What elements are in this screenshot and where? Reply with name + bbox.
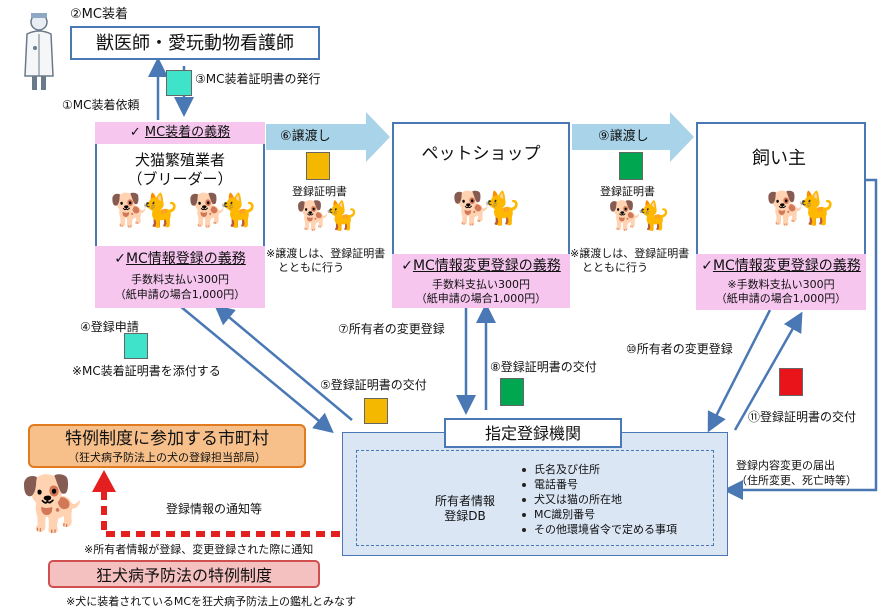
breeder-reg-band: ✓MC情報登録の義務 手数料支払い300円 （紙申請の場合1,000円） (95, 246, 265, 308)
cat-icon: 🐈 (636, 199, 671, 232)
transfer1-note-2: とともに行う (278, 261, 344, 274)
flow-apply: ④登録申請 (80, 320, 139, 334)
dog-icon: 🐕 (20, 472, 88, 535)
registry-item: 犬又は猫の所在地 (522, 492, 622, 507)
transfer-arrow-2 (572, 112, 694, 162)
vet-cert-issue: ③MC装着証明書の発行 (195, 72, 321, 86)
cat-icon: 🐈 (796, 189, 836, 227)
cat-icon: 🐈 (482, 189, 522, 227)
reg-cert-icon-yellow (306, 152, 330, 180)
municipality-title: 特例制度に参加する市町村 (65, 429, 269, 449)
owner-fee: ※手数料支払い300円 (727, 278, 835, 291)
flow-apply-note: ※MC装着証明書を添付する (72, 364, 221, 378)
municipality-notice: 登録情報の通知等 (166, 502, 263, 516)
reg-cert-icon-green (500, 378, 524, 406)
transfer-arrow-1 (266, 112, 390, 162)
registry-item: MC識別番号 (522, 507, 595, 522)
flow-change-notice-1: 登録内容変更の届出 (736, 459, 835, 472)
owner-name: 飼い主 (752, 148, 806, 169)
dog-icon: 🐕 (608, 199, 643, 232)
registry-item: 氏名及び住所 (522, 462, 600, 477)
petshop-reg-band: ✓MC情報変更登録の義務 手数料支払い300円 （紙申請の場合1,000円） (392, 254, 570, 308)
registry-title: 指定登録機関 (484, 424, 581, 443)
transfer2-step: ⑨譲渡し (598, 129, 649, 144)
registry-item: 電話番号 (522, 477, 578, 492)
notice-arrow-head (92, 470, 116, 492)
rabies-title: 狂犬病予防法の特例制度 (95, 566, 272, 585)
mc-cert-icon (124, 333, 148, 359)
flow-owner-change-10: ⑩所有者の変更登録 (626, 342, 733, 356)
vet-request: ①MC装着依頼 (62, 98, 140, 112)
rabies-box: 狂犬病予防法の特例制度 (48, 560, 320, 588)
dog-icon: 🐕 (766, 189, 806, 227)
breeder-duty-band: ✓ MC装着の義務 (95, 122, 265, 144)
db-label-1: 所有者情報 (434, 494, 495, 508)
breeder-reg-duty: ✓MC情報登録の義務 (114, 251, 246, 267)
registry-db-frame (356, 450, 714, 546)
owner-reg-duty: ✓MC情報変更登録の義務 (701, 258, 861, 274)
registry-panel (342, 432, 728, 556)
dog-icon: 🐕 (452, 189, 492, 227)
breeder-name-1: 犬猫繁殖業者 (134, 151, 225, 169)
reg-cert-icon-yellow (364, 398, 388, 424)
cat-icon: 🐈 (218, 191, 258, 229)
cat-icon: 🐈 (324, 199, 359, 232)
municipality-notice-note: ※所有者情報が登録、変更登録された際に通知 (84, 543, 314, 556)
transfer1-step: ⑥譲渡し (280, 129, 331, 144)
breeder-fee-paper: （紙申請の場合1,000円） (114, 288, 246, 301)
owner-fee-paper: （紙申請の場合1,000円） (715, 292, 847, 305)
vet-box: 獣医師・愛玩動物看護師 (70, 26, 320, 60)
vet-title: 獣医師・愛玩動物看護師 (96, 33, 294, 54)
owner-reg-band: ✓MC情報変更登録の義務 ※手数料支払い300円 （紙申請の場合1,000円） (696, 254, 866, 310)
municipality-box: 特例制度に参加する市町村 （狂犬病予防法上の犬の登録担当部局） (28, 424, 306, 468)
cat-icon: 🐈 (140, 191, 180, 229)
reg-cert-icon-red (779, 368, 803, 396)
transfer1-cert: 登録証明書 (292, 185, 347, 198)
transfer2-note-1: ※譲渡しは、登録証明書 (570, 247, 690, 260)
rabies-note: ※犬に装着されているMCを狂犬病予防法上の鑑札とみなす (66, 595, 357, 608)
transfer2-note-2: とともに行う (582, 261, 648, 274)
breeder-fee: 手数料支払い300円 (131, 273, 229, 286)
petshop-fee: 手数料支払い300円 (432, 278, 530, 291)
flow-cert-issue-8: ⑧登録証明書の交付 (490, 360, 597, 374)
petshop-name: ペットショップ (421, 144, 541, 164)
registry-title-box: 指定登録機関 (444, 418, 622, 448)
dog-icon: 🐕 (296, 199, 331, 232)
breeder-name-2: （ブリーダー） (127, 170, 233, 188)
registry-item: その他環境省令で定める事項 (522, 522, 677, 537)
petshop-reg-duty: ✓MC情報変更登録の義務 (401, 258, 561, 274)
doctor-icon (24, 13, 54, 90)
dog-icon: 🐕 (188, 191, 228, 229)
flow-cert-issue-11: ⑪登録証明書の交付 (748, 410, 857, 424)
transfer2-cert: 登録証明書 (600, 185, 655, 198)
flow-owner-change-7: ⑦所有者の変更登録 (338, 322, 445, 336)
flow-change-notice-2: （住所変更、死亡時等） (736, 474, 857, 487)
municipality-subtitle: （狂犬病予防法上の犬の登録担当部局） (68, 451, 266, 464)
transfer1-note-1: ※譲渡しは、登録証明書 (266, 247, 386, 260)
dog-icon: 🐕 (110, 191, 150, 229)
petshop-fee-paper: （紙申請の場合1,000円） (415, 292, 547, 305)
mc-cert-icon (166, 70, 192, 96)
db-label-2: 登録DB (444, 509, 486, 523)
vet-step-label: ②MC装着 (70, 7, 128, 22)
flow-cert-issue-5: ⑤登録証明書の交付 (320, 378, 427, 392)
breeder-duty: ✓ MC装着の義務 (129, 125, 231, 140)
reg-cert-icon-green (619, 152, 643, 180)
